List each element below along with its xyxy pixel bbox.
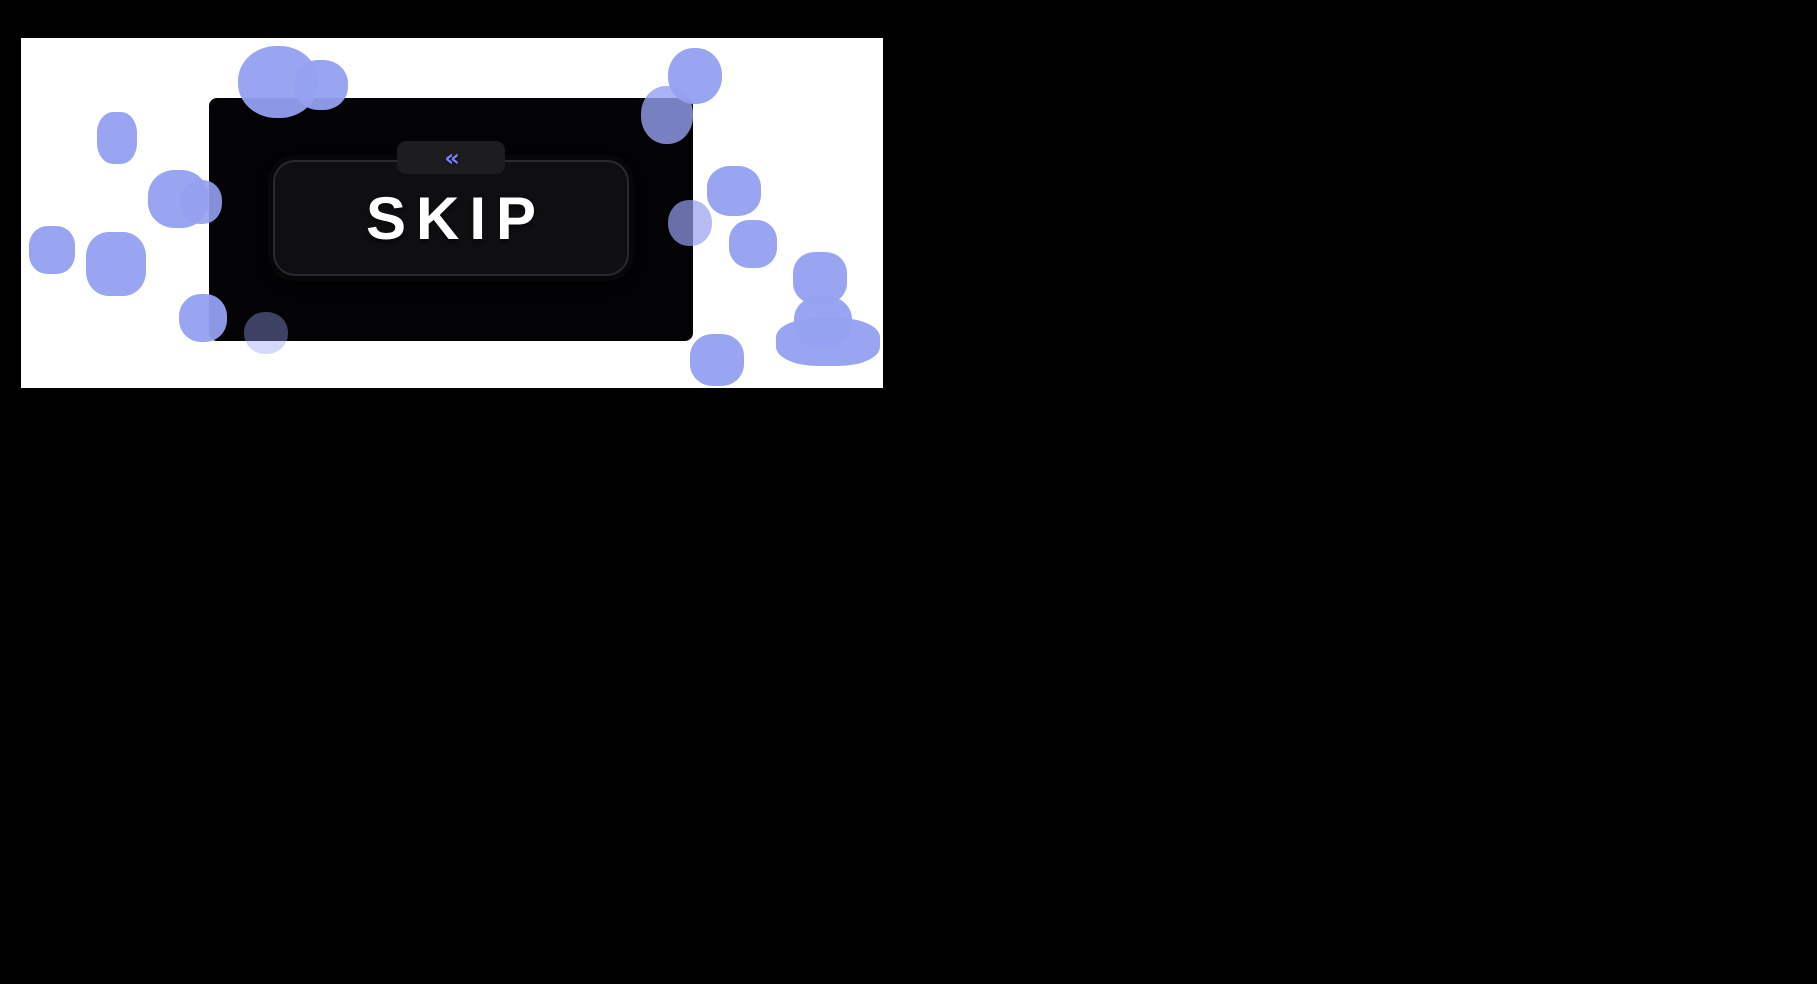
skip-card: « SKIP [209,98,693,341]
collapse-tab[interactable]: « [397,141,505,174]
double-chevron-left-icon: « [444,143,459,172]
skip-button-label: SKIP [365,184,547,252]
ad-panel: « SKIP [21,38,883,388]
skip-button[interactable]: SKIP [273,160,629,276]
